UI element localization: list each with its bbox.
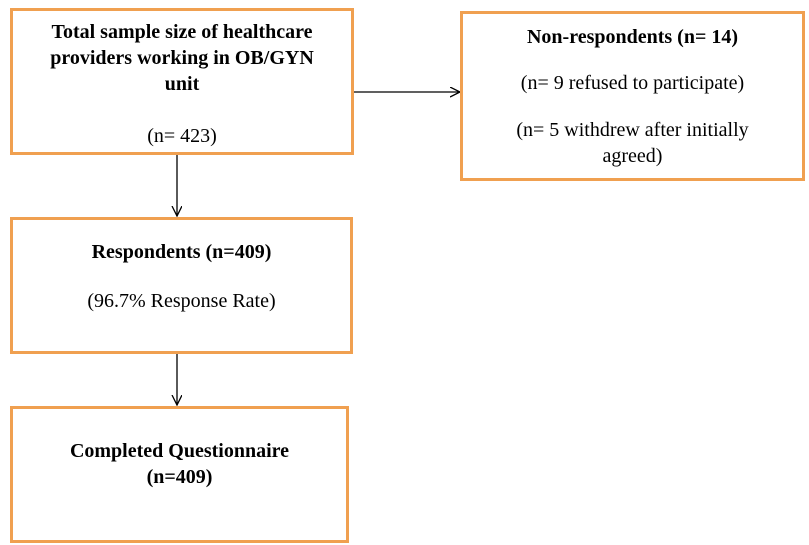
completed-title-line: (n=409) [146,466,213,488]
total-sample-title: Total sample size of healthcare provider… [13,19,351,97]
non-respondents-box: Non-respondents (n= 14) (n= 9 refused to… [460,11,805,181]
completed-title-line: Completed Questionnaire [69,440,290,462]
total-sample-box: Total sample size of healthcare provider… [10,8,354,155]
non-respondents-refused: (n= 9 refused to participate) [520,72,745,94]
non-respondents-withdrew: (n= 5 withdrew after initially agreed) [463,117,802,169]
non-respondents-title: Non-respondents (n= 14) [526,26,739,48]
total-sample-title-line: unit [164,73,200,95]
completed-title: Completed Questionnaire (n=409) [13,438,346,490]
total-sample-count: (n= 423) [147,125,217,147]
completed-box: Completed Questionnaire (n=409) [10,406,349,543]
non-respondents-withdrew-line: (n= 5 withdrew after initially [516,119,749,141]
respondents-title: Respondents (n=409) [91,241,272,263]
respondents-rate: (96.7% Response Rate) [87,290,276,312]
respondents-box: Respondents (n=409) (96.7% Response Rate… [10,217,353,354]
total-sample-title-line: Total sample size of healthcare [51,21,313,43]
non-respondents-withdrew-line: agreed) [602,145,663,167]
total-sample-title-line: providers working in OB/GYN [50,47,314,69]
